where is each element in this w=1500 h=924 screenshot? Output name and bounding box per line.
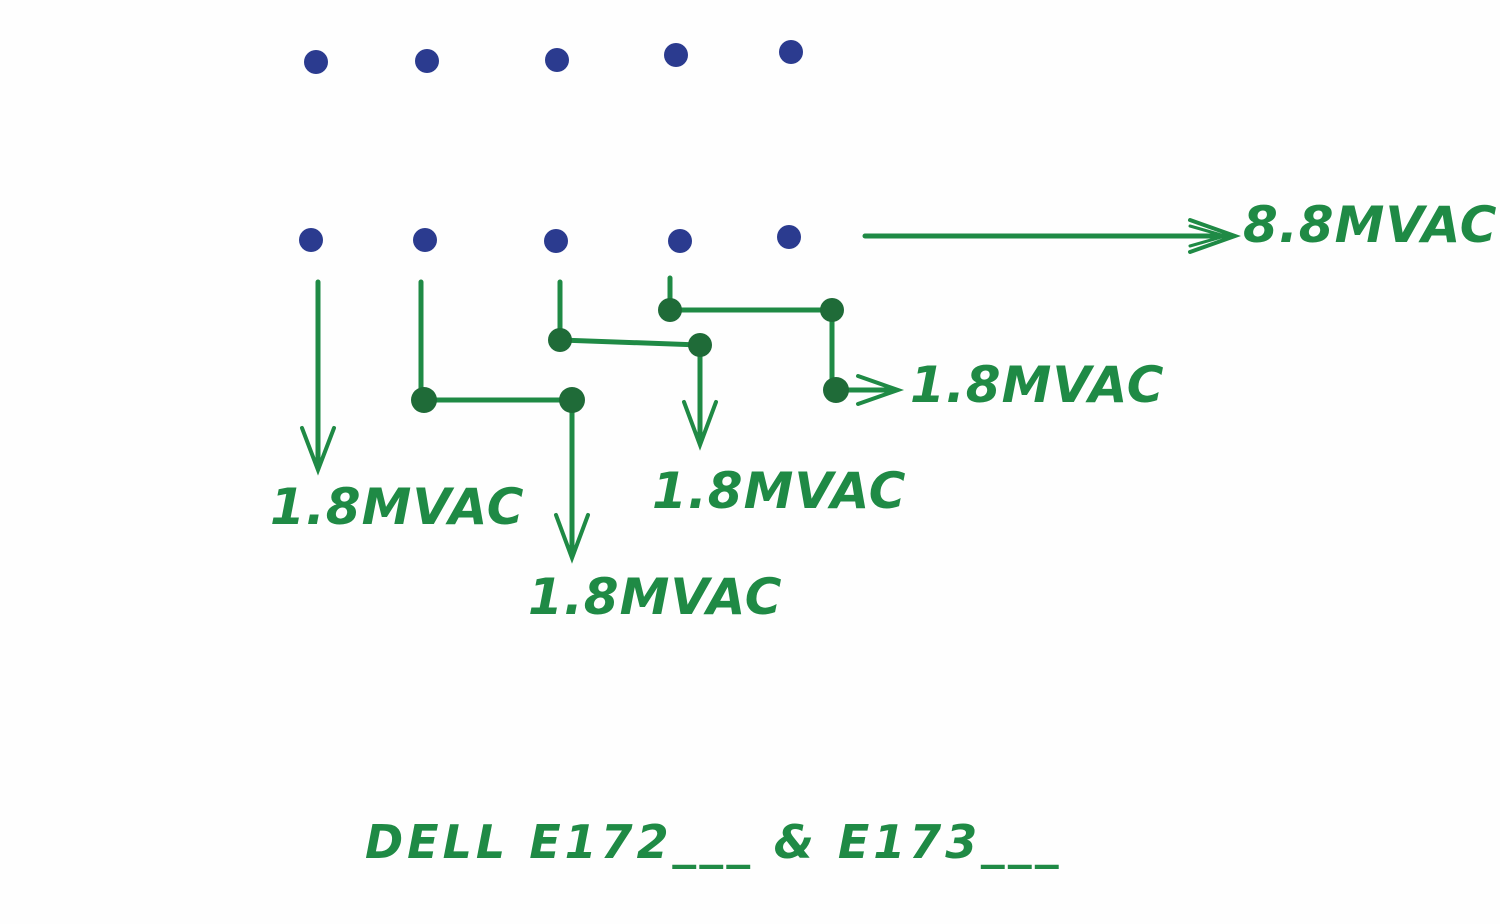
pin-dot	[664, 43, 688, 67]
pin-dot	[777, 225, 801, 249]
pin-dot	[415, 49, 439, 73]
output-label-4: 1.8MVAC	[910, 356, 1165, 414]
pin-dot	[779, 40, 803, 64]
wire-2	[418, 279, 575, 558]
main-output-label: 8.8MVAC	[1243, 196, 1498, 254]
wire-3	[557, 279, 703, 445]
pin-dot	[304, 50, 328, 74]
model-footer: DELL E172___ & E173___	[365, 815, 1063, 869]
pin-dot	[544, 229, 568, 253]
output-label-3: 1.8MVAC	[652, 462, 907, 520]
pin-dot	[545, 48, 569, 72]
pin-dot	[668, 229, 692, 253]
output-label-2: 1.8MVAC	[528, 568, 783, 626]
top-pin-row	[304, 40, 803, 74]
output-label-1: 1.8MVAC	[270, 478, 525, 536]
bottom-pin-row	[299, 225, 801, 253]
pin-dot	[413, 228, 437, 252]
pin-dot	[299, 228, 323, 252]
